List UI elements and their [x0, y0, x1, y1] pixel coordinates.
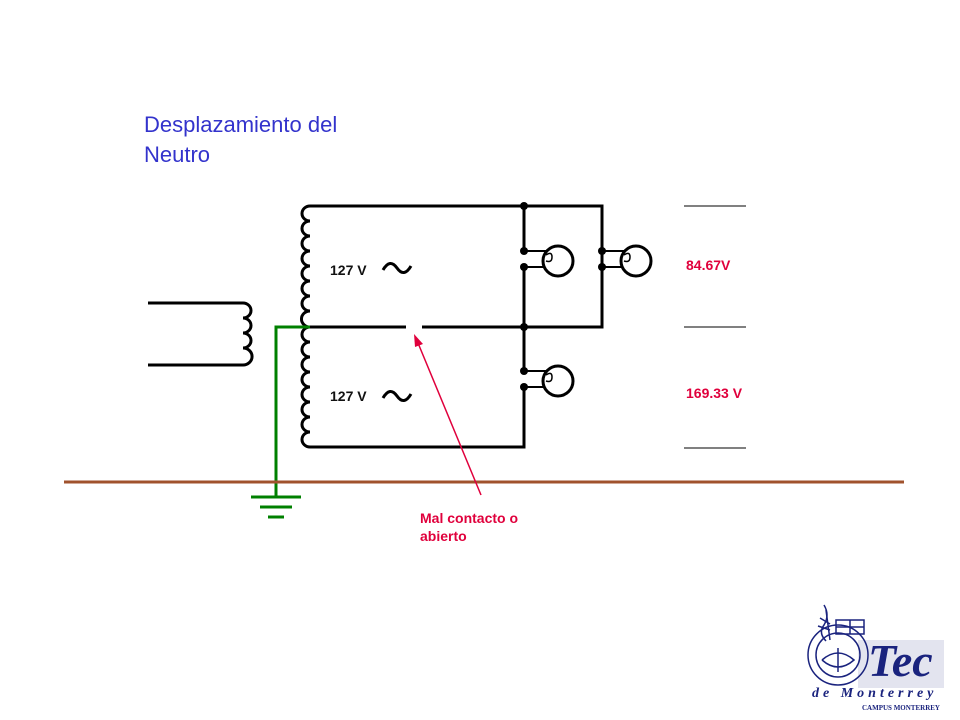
measurement-lines — [684, 205, 746, 449]
annotation-arrow — [414, 334, 482, 496]
wires — [310, 204, 604, 449]
tec-logo-emblem — [807, 604, 944, 688]
logo-brand: Tec — [868, 635, 933, 686]
ground-connection — [274, 325, 310, 497]
annotation-line-1: Mal contacto o — [420, 510, 519, 526]
primary-winding — [148, 301, 254, 367]
annotation-line-2: abierto — [420, 528, 467, 544]
secondary-winding — [299, 204, 311, 449]
title-line-1: Desplazamiento del — [144, 112, 338, 137]
logo-subtitle: de Monterrey — [812, 686, 938, 701]
ground-symbol — [251, 495, 301, 519]
title-line-2: Neutro — [144, 142, 211, 167]
slide-title: Desplazamiento del Neutro — [144, 110, 404, 170]
junction-dots — [520, 202, 606, 391]
lamp-1 — [541, 244, 575, 278]
ac-symbol-upper — [381, 262, 413, 274]
lower-voltage-label: 127 V — [330, 388, 367, 404]
reading-bottom: 169.33 V — [686, 385, 743, 401]
ac-symbol-lower — [381, 390, 413, 402]
reading-top: 84.67V — [686, 257, 731, 273]
lamp-2 — [619, 244, 653, 278]
upper-voltage-label: 127 V — [330, 262, 367, 278]
lamp-connectors — [524, 250, 624, 388]
fault-annotation: Mal contacto o abierto — [420, 509, 518, 545]
lamp-3 — [541, 364, 575, 398]
logo-campus: CAMPUS MONTERREY — [862, 704, 940, 712]
